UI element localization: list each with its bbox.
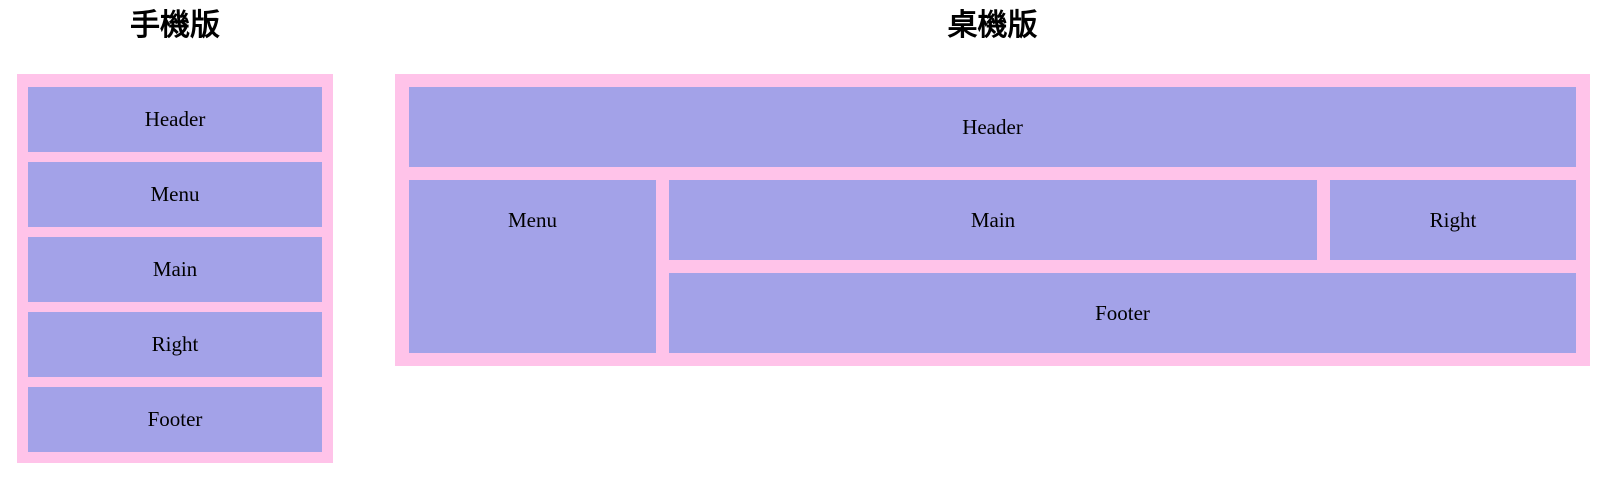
mobile-layout-container: Header Menu Main Right Footer [17, 74, 333, 463]
desktop-menu-box: Menu [409, 180, 656, 353]
desktop-right-box: Right [1330, 180, 1576, 260]
desktop-main-box: Main [669, 180, 1317, 260]
mobile-footer-box: Footer [28, 387, 322, 452]
mobile-main-box: Main [28, 237, 322, 302]
desktop-footer-box: Footer [669, 273, 1576, 353]
mobile-header-box: Header [28, 87, 322, 152]
desktop-header-box: Header [409, 87, 1576, 167]
mobile-right-box: Right [28, 312, 322, 377]
mobile-version-panel: 手機版 Header Menu Main Right Footer [17, 8, 333, 463]
desktop-layout-container: Header Menu Main Right Footer [395, 74, 1590, 366]
mobile-menu-box: Menu [28, 162, 322, 227]
desktop-version-title: 桌機版 [947, 9, 1038, 42]
mobile-version-title: 手機版 [130, 9, 220, 42]
desktop-version-panel: 桌機版 Header Menu Main Right Footer [395, 8, 1590, 366]
